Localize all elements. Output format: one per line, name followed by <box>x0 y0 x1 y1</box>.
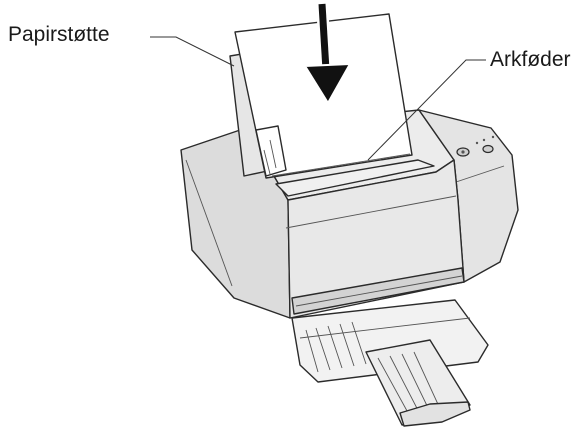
resume-button-icon <box>482 144 494 154</box>
leader-line-paper-support <box>150 36 235 67</box>
output-tray-extension <box>365 339 471 427</box>
down-arrow-icon <box>303 3 352 105</box>
sheet-feeder-label: Arkføder <box>490 48 571 71</box>
leader-line-sheet-feeder <box>367 59 486 161</box>
control-panel <box>456 135 495 157</box>
paper-support-label: Papirstøtte <box>8 23 110 46</box>
paper-guide <box>255 125 287 177</box>
